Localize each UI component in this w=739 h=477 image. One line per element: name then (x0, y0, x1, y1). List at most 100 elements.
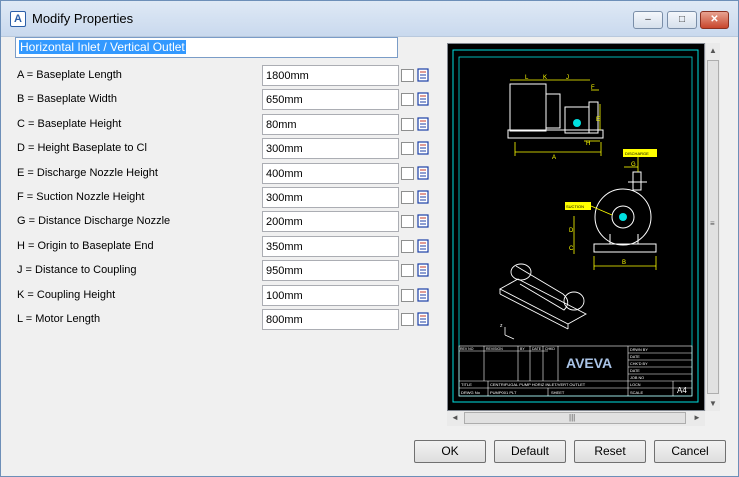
tb-col-1: REVISION (486, 347, 503, 351)
tb-right-2: CHK'D BY (630, 362, 648, 366)
title-bar[interactable]: A Modify Properties – □ ✕ (1, 1, 738, 37)
drawing-dim-5: H (586, 141, 590, 147)
pick-element-icon[interactable] (416, 288, 430, 302)
preview-horizontal-scrollbar[interactable]: ◄ ||| ► (447, 411, 705, 426)
property-value-input[interactable] (262, 163, 399, 184)
property-label: G = Distance Discharge Nozzle (17, 215, 171, 227)
drawing-dim-1: K (543, 75, 547, 81)
tb-right-0: DRWN BY (630, 348, 648, 352)
pick-element-icon[interactable] (416, 312, 430, 326)
drawing-preview[interactable]: L K J F E H A DISCHARGE SUCTION (447, 43, 705, 411)
property-value-input[interactable] (262, 187, 399, 208)
scroll-down-icon[interactable]: ▼ (709, 399, 717, 408)
tb-title-value: CENTRIFUGAL PUMP HORIZ INLET/VERT OUTLET (490, 382, 586, 387)
template-name-input[interactable]: Horizontal Inlet / Vertical Outlet (15, 37, 398, 58)
property-checkbox[interactable] (401, 118, 414, 131)
property-label: C = Baseplate Height (17, 118, 122, 130)
tb-dwg-value: PUMP001 PLT (490, 390, 517, 395)
drawing-dim-2: J (566, 75, 569, 81)
default-button[interactable]: Default (494, 440, 566, 463)
property-value-input[interactable] (262, 65, 399, 86)
tb-title-label: TITLE (461, 382, 472, 387)
reset-button[interactable]: Reset (574, 440, 646, 463)
tb-col-3: DATE (532, 347, 542, 351)
property-checkbox[interactable] (401, 264, 414, 277)
drawing-dim-6: A (552, 155, 556, 161)
pick-element-icon[interactable] (416, 190, 430, 204)
pick-element-icon[interactable] (416, 92, 430, 106)
property-value-input[interactable] (262, 285, 399, 306)
property-label: K = Coupling Height (17, 289, 116, 301)
tb-right-4: JOB NO (630, 376, 644, 380)
scroll-right-icon[interactable]: ► (693, 413, 701, 422)
drawing-dim-8: D (569, 228, 574, 234)
property-checkbox[interactable] (401, 215, 414, 228)
tb-size: A4 (677, 386, 687, 395)
ok-button[interactable]: OK (414, 440, 486, 463)
drawing-dim-7: G (631, 162, 636, 168)
tb-col-0: REV NO (460, 347, 474, 351)
tb-right-5: LOCN (630, 383, 641, 387)
suction-tag: SUCTION (566, 204, 584, 209)
pick-element-icon[interactable] (416, 239, 430, 253)
property-label: J = Distance to Coupling (17, 264, 137, 276)
drawing-dim-10: B (622, 260, 626, 266)
pump-iso-view (499, 263, 587, 330)
property-value-input[interactable] (262, 138, 399, 159)
property-value-input[interactable] (262, 236, 399, 257)
scroll-up-icon[interactable]: ▲ (709, 46, 717, 55)
pump-top-view (507, 83, 604, 139)
app-logo-icon: A (10, 11, 26, 27)
pick-element-icon[interactable] (416, 68, 430, 82)
property-label: D = Height Baseplate to Cl (17, 142, 147, 154)
close-button[interactable]: ✕ (700, 11, 729, 29)
pick-element-icon[interactable] (416, 263, 430, 277)
window-title: Modify Properties (32, 11, 134, 26)
minimize-button[interactable]: – (633, 11, 663, 29)
scroll-left-icon[interactable]: ◄ (451, 413, 459, 422)
tb-col-2: BY (520, 347, 525, 351)
property-value-input[interactable] (262, 309, 399, 330)
template-name-value: Horizontal Inlet / Vertical Outlet (19, 40, 186, 54)
property-value-input[interactable] (262, 114, 399, 135)
property-checkbox[interactable] (401, 93, 414, 106)
drawing-dim-4: E (596, 117, 600, 123)
tb-sheet-label: SHEET (551, 390, 565, 395)
property-value-input[interactable] (262, 211, 399, 232)
pick-element-icon[interactable] (416, 141, 430, 155)
horizontal-scroll-thumb[interactable]: ||| (464, 412, 686, 424)
property-checkbox[interactable] (401, 167, 414, 180)
property-label: B = Baseplate Width (17, 93, 117, 105)
tb-dwg-label: DRWG No (461, 390, 481, 395)
property-value-input[interactable] (262, 89, 399, 110)
pump-drawing: L K J F E H A DISCHARGE SUCTION (452, 49, 699, 403)
drawing-dim-3: F (591, 85, 595, 91)
property-label: E = Discharge Nozzle Height (17, 167, 158, 179)
property-checkbox[interactable] (401, 191, 414, 204)
property-label: L = Motor Length (17, 313, 101, 325)
svg-text:z: z (500, 323, 503, 329)
maximize-button[interactable]: □ (667, 11, 697, 29)
pump-end-view (593, 171, 657, 253)
h-grip-icon: ||| (569, 413, 576, 422)
property-value-input[interactable] (262, 260, 399, 281)
tb-scale-label: SCALE (630, 390, 643, 395)
property-label: H = Origin to Baseplate End (17, 240, 154, 252)
preview-vertical-scrollbar[interactable]: ▲ ≡ ▼ (705, 43, 720, 411)
cancel-button[interactable]: Cancel (654, 440, 726, 463)
drawing-dim-0: L (525, 75, 529, 81)
property-checkbox[interactable] (401, 69, 414, 82)
property-checkbox[interactable] (401, 240, 414, 253)
v-grip-icon: ≡ (710, 219, 715, 228)
vertical-scroll-thumb[interactable]: ≡ (707, 60, 719, 394)
property-label: A = Baseplate Length (17, 69, 122, 81)
property-label: F = Suction Nozzle Height (17, 191, 145, 203)
property-checkbox[interactable] (401, 142, 414, 155)
tb-right-3: DATE (630, 369, 640, 373)
property-checkbox[interactable] (401, 313, 414, 326)
property-checkbox[interactable] (401, 289, 414, 302)
pick-element-icon[interactable] (416, 117, 430, 131)
pick-element-icon[interactable] (416, 166, 430, 180)
pick-element-icon[interactable] (416, 214, 430, 228)
